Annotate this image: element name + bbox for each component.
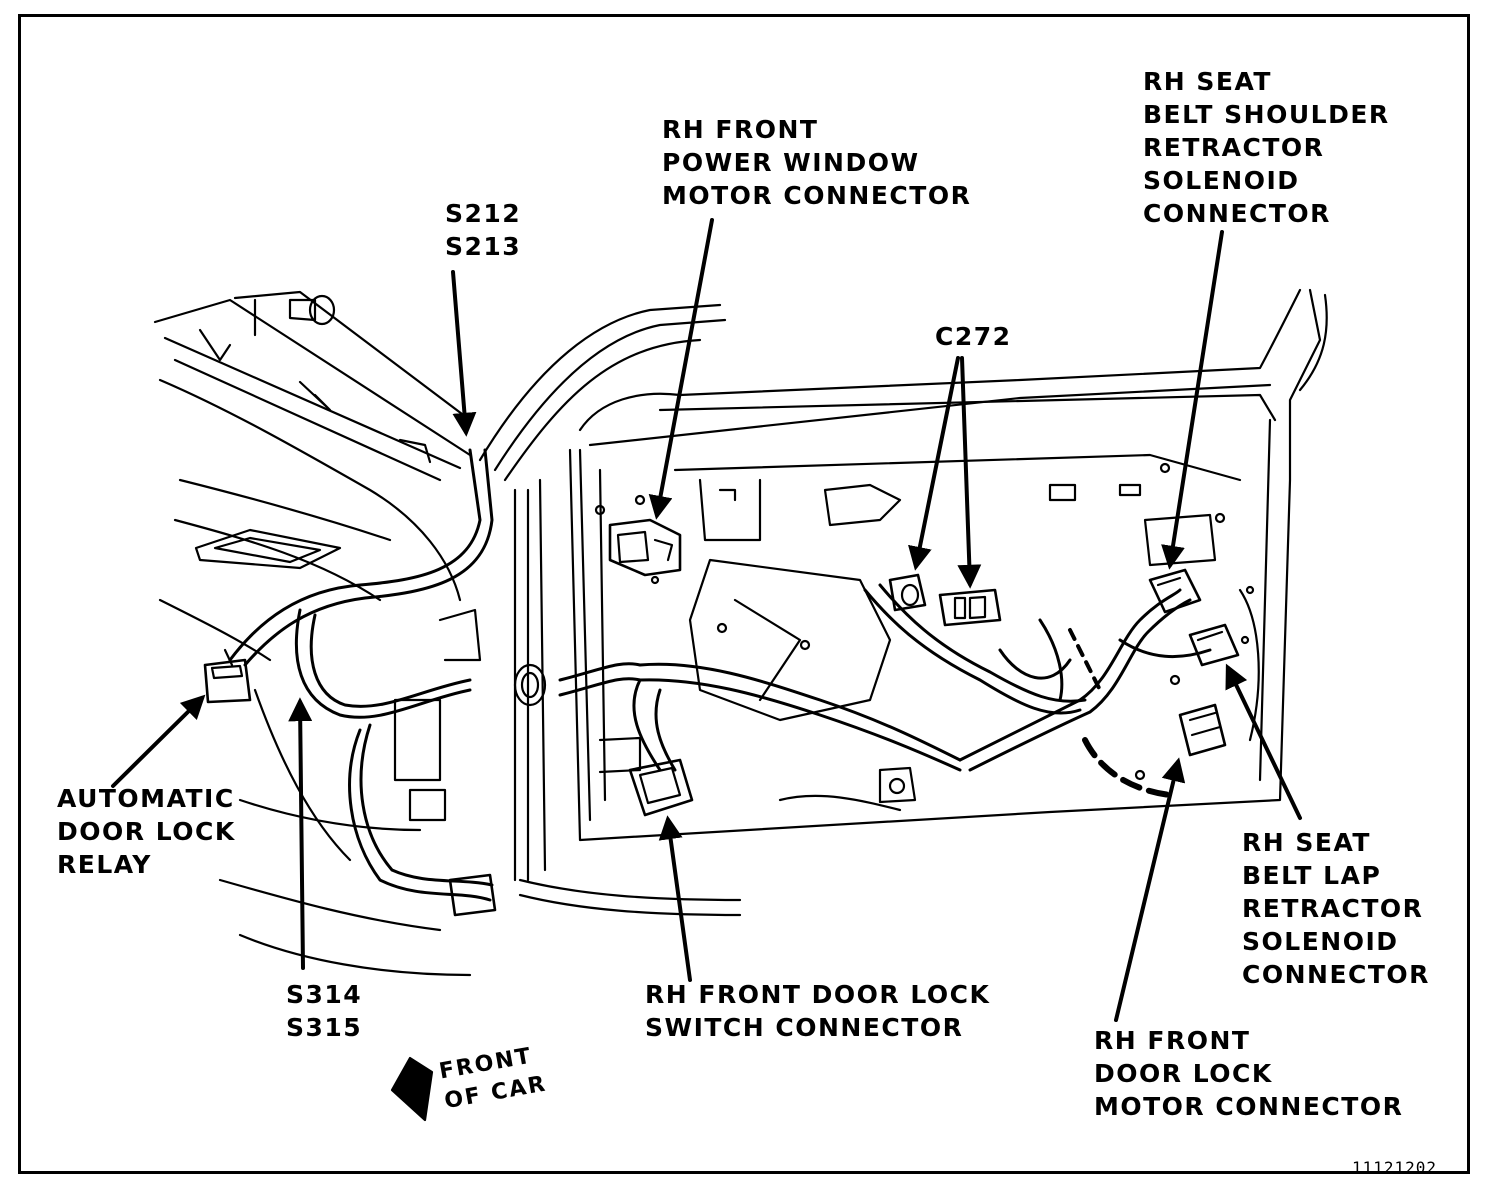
label-line: SWITCH CONNECTOR — [645, 1013, 964, 1042]
label-line: S315 — [286, 1013, 363, 1042]
label-line: RELAY — [57, 850, 152, 879]
label-door-lock-motor-connector: RH FRONT DOOR LOCK MOTOR CONNECTOR — [1094, 1024, 1403, 1123]
label-line: S212 — [445, 199, 522, 228]
door-pillar — [393, 303, 742, 917]
connector-power-window-motor — [608, 518, 682, 577]
label-line: RH FRONT — [1094, 1026, 1251, 1055]
wiring-harness — [228, 448, 1212, 902]
label-connector-c272: C272 — [935, 320, 1012, 353]
connector-shoulder-retractor — [1148, 568, 1202, 614]
label-line: BELT SHOULDER — [1143, 100, 1390, 129]
body-panel-left — [153, 290, 472, 977]
label-line: CONNECTOR — [1143, 199, 1331, 228]
label-line: RH FRONT DOOR LOCK — [645, 980, 991, 1009]
label-line: RETRACTOR — [1143, 133, 1325, 162]
grommet-top — [288, 294, 336, 326]
connector-lower-harness — [448, 873, 497, 917]
label-line: MOTOR CONNECTOR — [1094, 1092, 1404, 1121]
label-line: RH SEAT — [1143, 67, 1272, 96]
label-line: MOTOR CONNECTOR — [662, 181, 972, 210]
label-splice-s212-s213: S212 S213 — [445, 197, 521, 263]
label-door-lock-switch-connector: RH FRONT DOOR LOCK SWITCH CONNECTOR — [645, 978, 990, 1044]
label-line: SOLENOID — [1143, 166, 1300, 195]
label-line: SOLENOID — [1242, 927, 1399, 956]
label-seat-belt-lap-connector: RH SEAT BELT LAP RETRACTOR SOLENOID CONN… — [1242, 826, 1430, 991]
dashed-lock-rod — [1082, 737, 1173, 798]
figure-number: 11121202 — [1352, 1158, 1438, 1177]
label-line: CONNECTOR — [1242, 960, 1430, 989]
connector-door-lock-motor — [1178, 703, 1227, 757]
figure-frame — [18, 14, 1470, 1174]
label-line: POWER WINDOW — [662, 148, 920, 177]
connector-lap-retractor — [1188, 623, 1240, 667]
connector-auto-door-lock-relay — [203, 648, 252, 704]
leader-arrows — [111, 218, 1302, 1022]
label-line: S314 — [286, 980, 363, 1009]
label-line: RH FRONT — [662, 115, 819, 144]
label-auto-door-lock-relay: AUTOMATIC DOOR LOCK RELAY — [57, 782, 236, 881]
label-line: AUTOMATIC — [57, 784, 235, 813]
label-power-window-motor-connector: RH FRONT POWER WINDOW MOTOR CONNECTOR — [662, 113, 971, 212]
label-line: C272 — [935, 322, 1012, 351]
dashed-rod-upper — [1068, 628, 1102, 692]
label-splice-s314-s315: S314 S315 — [286, 978, 362, 1044]
front-of-car-arrow — [390, 1056, 434, 1122]
label-line: DOOR LOCK — [57, 817, 236, 846]
label-line: DOOR LOCK — [1094, 1059, 1273, 1088]
label-line: RH SEAT — [1242, 828, 1371, 857]
label-line: RETRACTOR — [1242, 894, 1424, 923]
label-line: S213 — [445, 232, 522, 261]
connector-c272-right — [938, 588, 1002, 627]
connector-door-lock-switch — [628, 758, 694, 817]
connector-c272-left — [888, 573, 927, 612]
label-line: BELT LAP — [1242, 861, 1382, 890]
label-seat-belt-shoulder-connector: RH SEAT BELT SHOULDER RETRACTOR SOLENOID… — [1143, 65, 1390, 230]
